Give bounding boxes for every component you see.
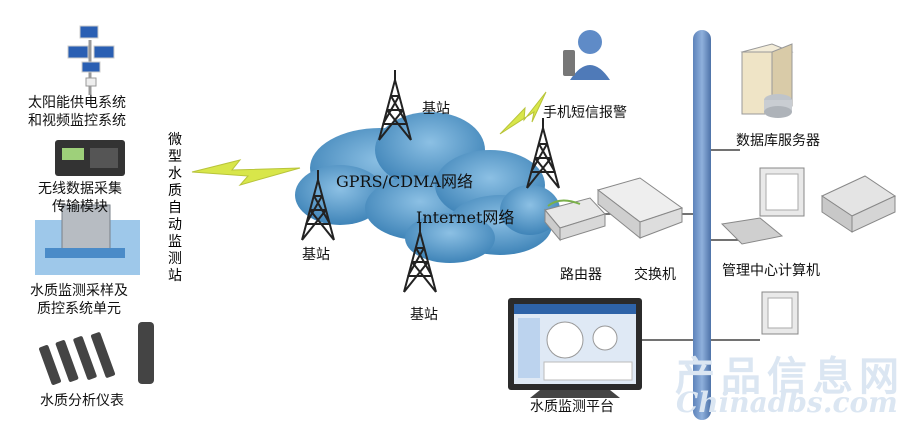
router-label: 路由器 <box>560 267 602 283</box>
management-computer-label: 管理中心计算机 <box>722 263 820 279</box>
network-cloud <box>295 112 560 263</box>
sampling-unit-label: 水质监测采样及 质控系统单元 <box>30 283 128 317</box>
sampling-unit-icon <box>35 204 140 275</box>
management-computer-icon <box>720 167 897 245</box>
mobile-user-icon <box>563 30 610 80</box>
router-icon <box>544 197 606 242</box>
monitoring-platform-label: 水质监测平台 <box>530 399 614 415</box>
data-acquisition-module-icon <box>55 140 125 176</box>
base-station-label-left: 基站 <box>302 247 330 263</box>
sms-alarm-label: 手机短信报警 <box>543 105 627 121</box>
solar-video-system-label: 太阳能供电系统 和视频监控系统 <box>28 95 126 129</box>
base-station-label-bottom: 基站 <box>410 307 438 323</box>
base-station-label-top: 基站 <box>422 101 450 117</box>
watermark-en: Chinadbs.com <box>676 386 898 419</box>
wireless-signal-icon-phone <box>499 91 547 135</box>
monitoring-platform-monitor-icon <box>508 298 642 398</box>
internet-network-label: Internet网络 <box>416 208 515 227</box>
network-backbone <box>693 30 711 420</box>
wireless-module-label: 无线数据采集 传输模块 <box>38 181 122 215</box>
database-server-label: 数据库服务器 <box>736 133 820 149</box>
wireless-signal-icon <box>191 159 301 186</box>
analyzer-label: 水质分析仪表 <box>40 393 124 409</box>
database-server-icon <box>740 43 794 118</box>
water-analyzer-probes-icon <box>39 322 154 385</box>
watermark-cn: 产品信息网 <box>675 354 900 400</box>
solar-panel-icon <box>67 25 115 95</box>
switch-label: 交换机 <box>634 267 676 283</box>
switch-icon <box>596 177 684 240</box>
gprs-cdma-network-label: GPRS/CDMA网络 <box>336 172 473 191</box>
workstation-icon <box>761 291 799 335</box>
monitoring-station-label: 微型水质自动监测站 <box>168 132 182 284</box>
